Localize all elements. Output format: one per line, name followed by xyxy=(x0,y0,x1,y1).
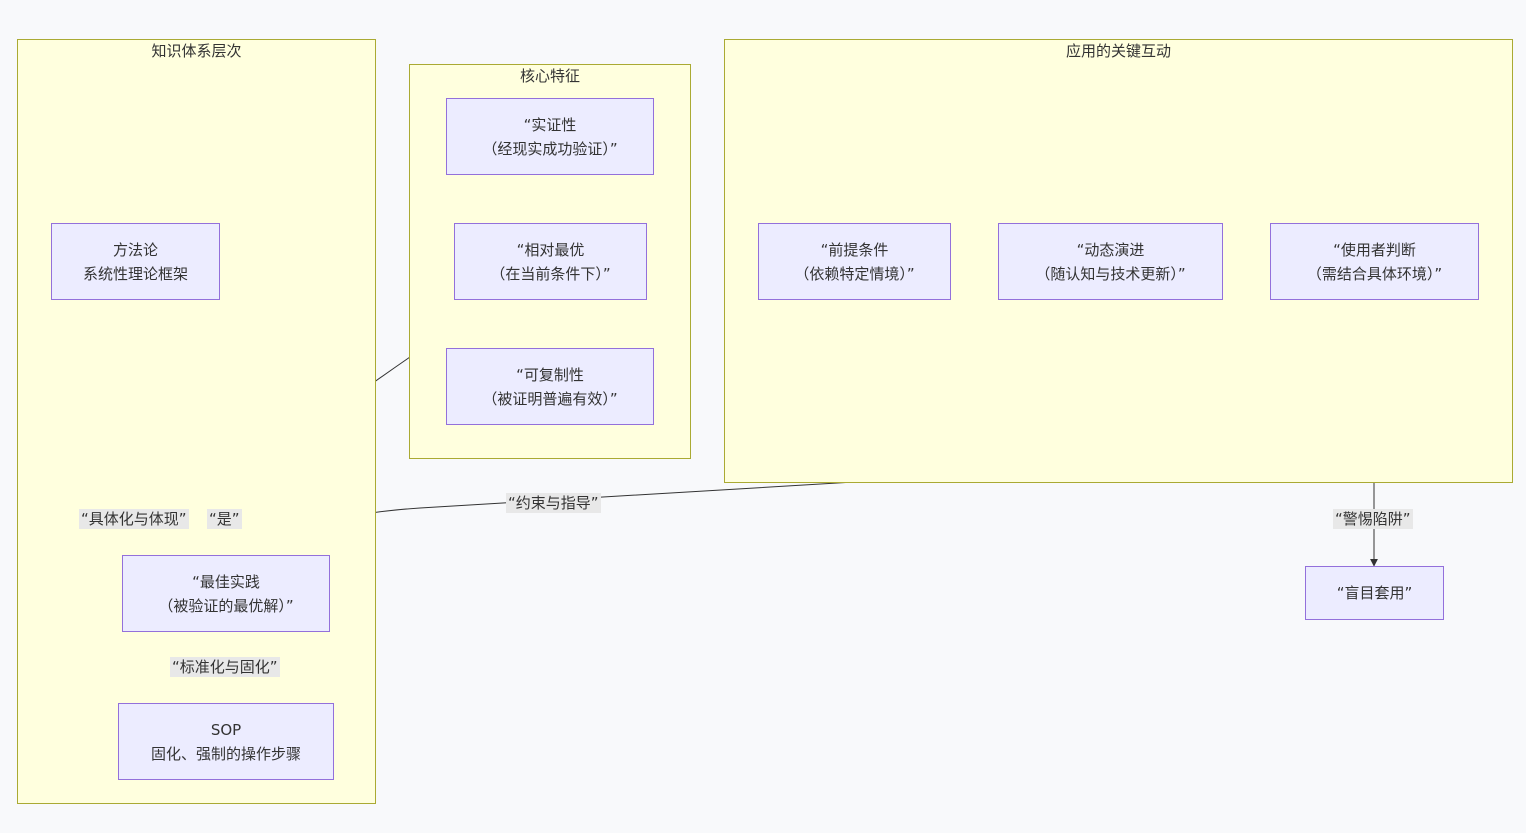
node-empirical[interactable]: “实证性 （经现实成功验证）” xyxy=(446,98,654,175)
node-line: “动态演进 xyxy=(1076,240,1145,259)
node-line: “盲目套用” xyxy=(1336,584,1413,602)
edge-label-constrain: “约束与指导” xyxy=(506,493,601,513)
node-precondition[interactable]: “前提条件 （依赖特定情境）” xyxy=(758,223,951,300)
node-line: 方法论 xyxy=(112,240,158,259)
edge-label-concretize: “具体化与体现” xyxy=(79,509,189,529)
node-line: SOP xyxy=(210,720,242,739)
node-line: “相对最优 xyxy=(516,240,585,259)
node-line: （被证明普遍有效）” xyxy=(482,389,618,408)
node-line: “最佳实践 xyxy=(192,572,260,591)
cluster-knowledge-hierarchy: 知识体系层次 xyxy=(17,39,376,804)
node-sop[interactable]: SOP 固化、强制的操作步骤 xyxy=(118,703,334,780)
cluster-title: 应用的关键互动 xyxy=(1065,42,1171,60)
node-line: “使用者判断 xyxy=(1333,240,1416,259)
node-blind-apply[interactable]: “盲目套用” xyxy=(1305,566,1444,620)
node-line: “可复制性 xyxy=(516,365,584,384)
cluster-title: 核心特征 xyxy=(519,67,580,85)
node-line: （被验证的最优解）” xyxy=(158,596,294,615)
node-line: “实证性 xyxy=(523,115,577,134)
node-methodology[interactable]: 方法论 系统性理论框架 xyxy=(51,223,220,300)
node-user-judgment[interactable]: “使用者判断 （需结合具体环境）” xyxy=(1270,223,1479,300)
node-best-practice[interactable]: “最佳实践 （被验证的最优解）” xyxy=(122,555,330,632)
node-dynamic-evolution[interactable]: “动态演进 （随认知与技术更新）” xyxy=(998,223,1223,300)
node-line: 固化、强制的操作步骤 xyxy=(150,744,301,763)
node-line: “前提条件 xyxy=(820,240,889,259)
cluster-title: 知识体系层次 xyxy=(151,42,242,60)
node-line: （随认知与技术更新）” xyxy=(1035,264,1186,283)
node-line: （需结合具体环境）” xyxy=(1306,264,1443,283)
node-line: （在当前条件下）” xyxy=(490,264,611,283)
node-line: （经现实成功验证）” xyxy=(482,139,618,158)
edge-label-is: “是” xyxy=(207,509,242,529)
node-line: （依赖特定情境）” xyxy=(794,264,915,283)
node-line: 系统性理论框架 xyxy=(82,264,188,283)
node-relative-optimal[interactable]: “相对最优 （在当前条件下）” xyxy=(454,223,647,300)
edge-label-beware: “警惕陷阱” xyxy=(1333,509,1413,529)
edge-label-standardize: “标准化与固化” xyxy=(170,657,280,677)
node-replicable[interactable]: “可复制性 （被证明普遍有效）” xyxy=(446,348,654,425)
